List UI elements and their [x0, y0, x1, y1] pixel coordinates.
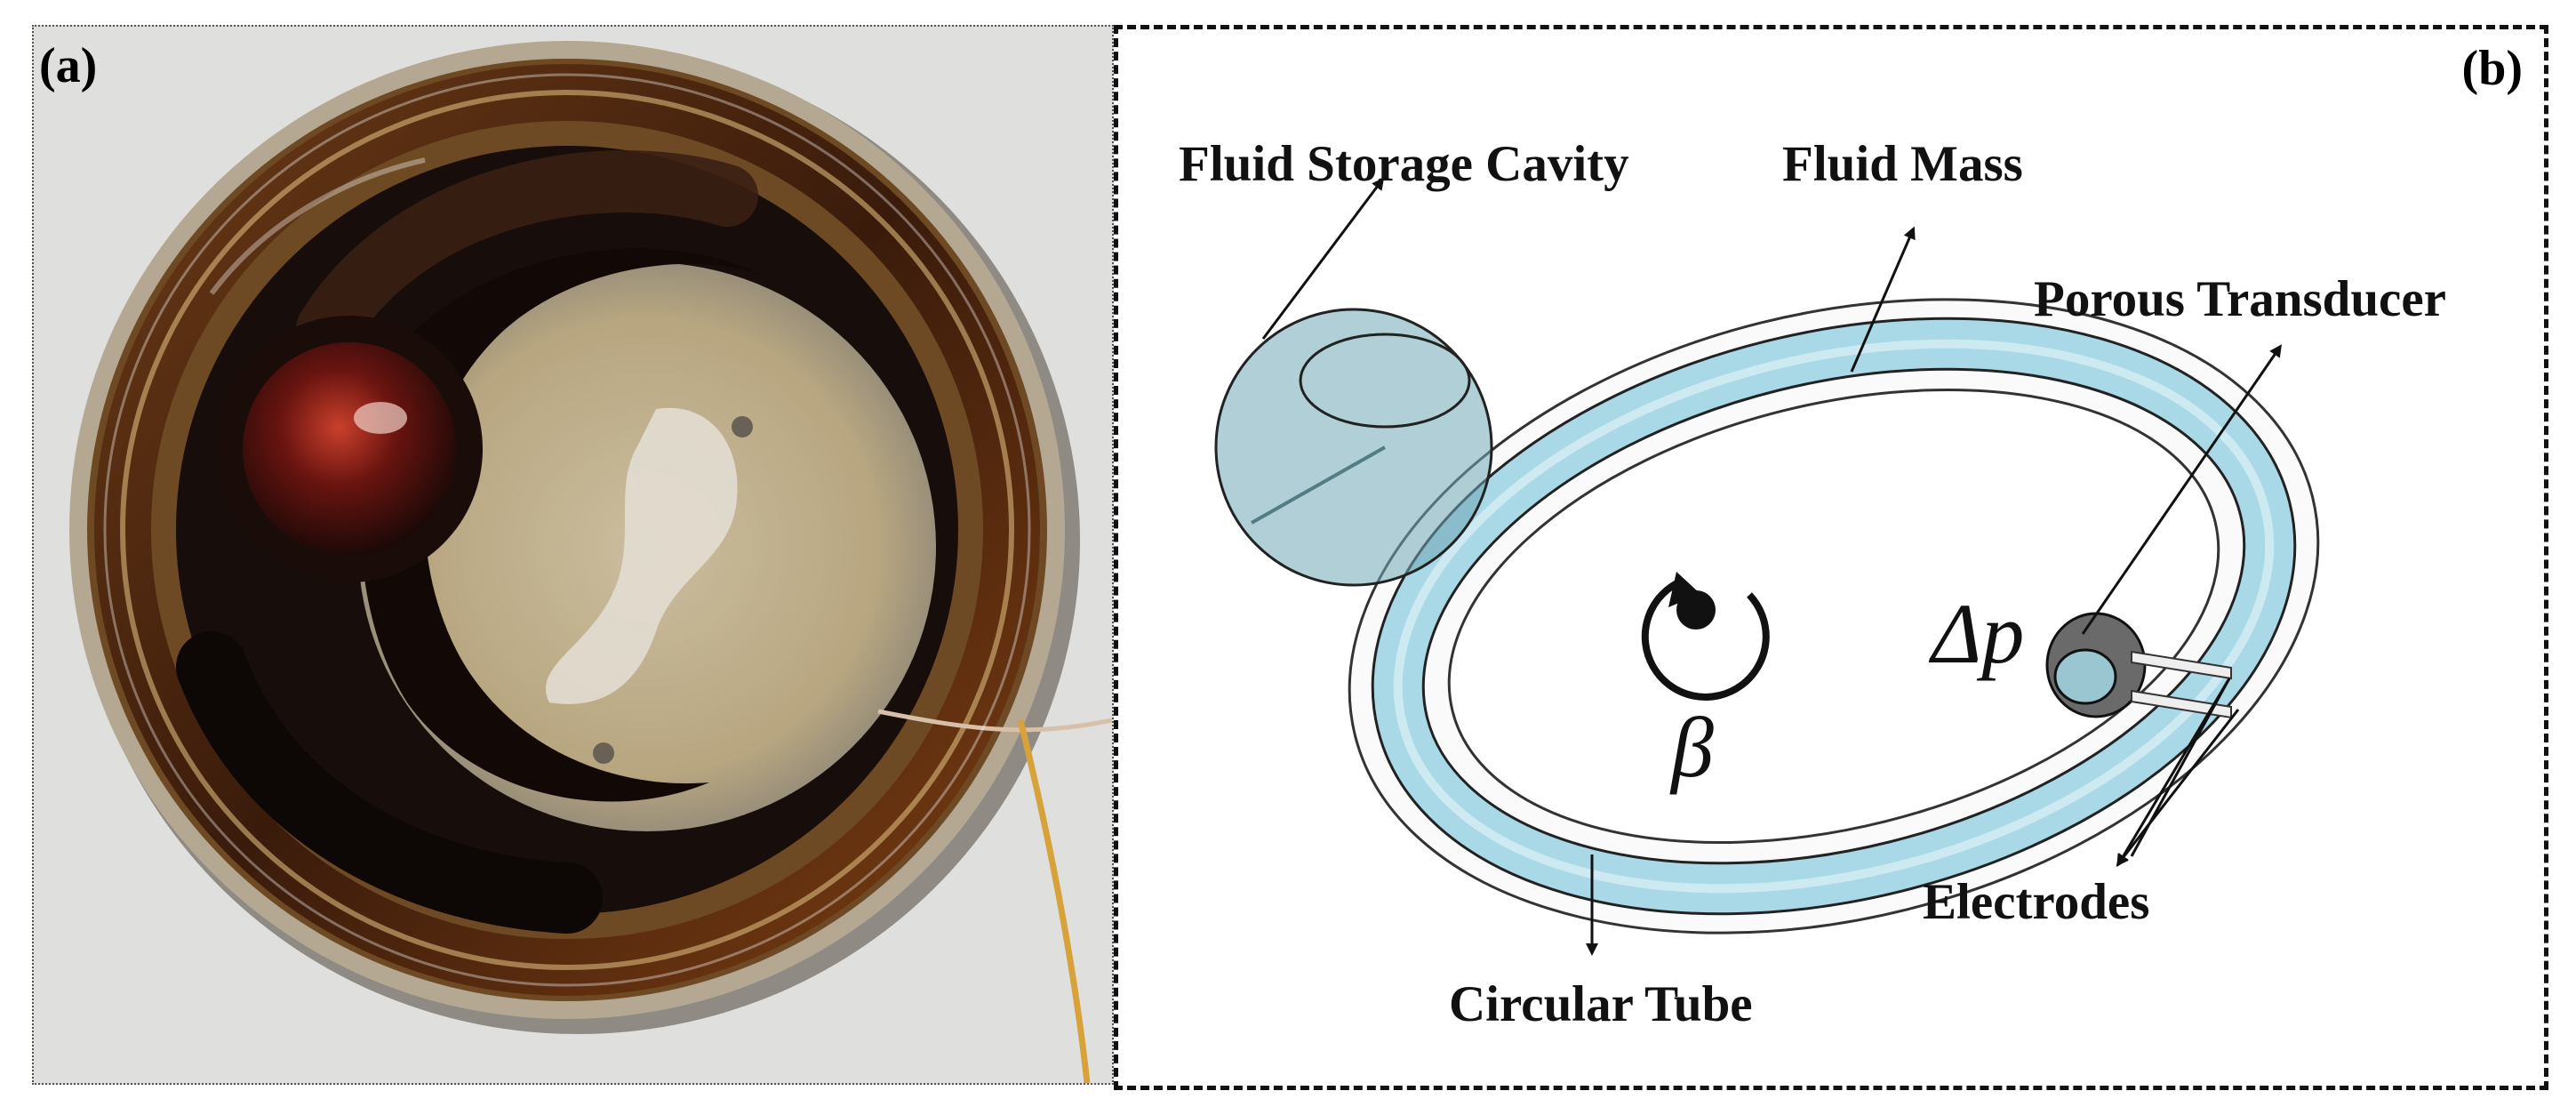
label-beta: β — [1669, 700, 1714, 795]
schematic-panel: Fluid Storage Cavity Fluid Mass Porous T… — [1114, 25, 2548, 1090]
label-circular-tube: Circular Tube — [1449, 976, 1753, 1032]
silver-patch — [546, 407, 738, 704]
photo-panel: (a) — [32, 25, 1114, 1085]
panel-b-label: (b) — [2461, 41, 2523, 96]
oil-band — [360, 248, 763, 802]
device-photo — [69, 41, 1112, 1083]
transducer-arrow — [2081, 344, 2282, 635]
label-fluid-mass: Fluid Mass — [1782, 136, 2023, 192]
cavity-arrow — [1261, 177, 1385, 340]
tube-inner-shell — [1447, 389, 2220, 844]
panel-a-label: (a) — [39, 38, 98, 93]
label-delta-p: Δp — [1928, 586, 2024, 681]
label-porous-transducer: Porous Transducer — [2034, 271, 2446, 327]
schematic-diagram: Fluid Storage Cavity Fluid Mass Porous T… — [1179, 136, 2446, 1032]
fluid-storage-cavity — [1214, 308, 1493, 587]
rotation-symbol — [1641, 572, 1770, 701]
storage-ball — [243, 342, 456, 556]
label-electrodes: Electrodes — [1923, 874, 2149, 930]
porous-transducer — [2045, 612, 2147, 718]
electrode-arrow-3 — [2116, 709, 2240, 867]
fluid-mass-arrow — [1850, 226, 1916, 373]
label-fluid-storage-cavity: Fluid Storage Cavity — [1179, 136, 1629, 192]
